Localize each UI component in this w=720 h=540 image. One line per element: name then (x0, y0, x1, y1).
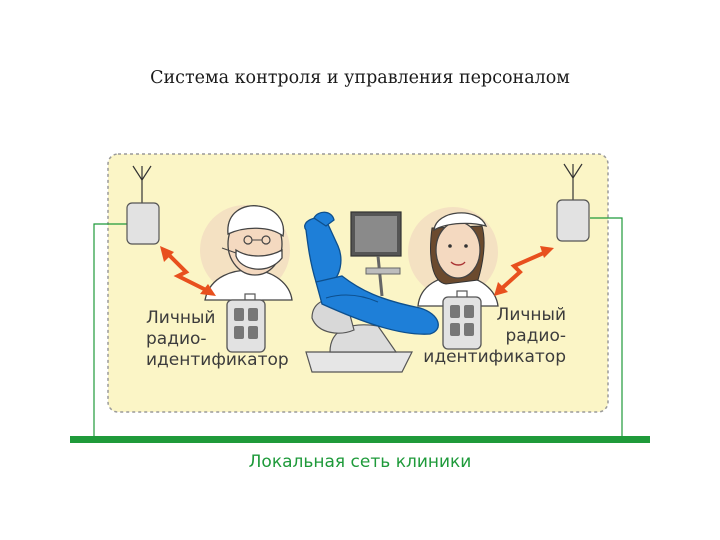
signal-arrow-icon (160, 246, 216, 296)
dental-chair-icon (304, 211, 439, 373)
antenna-icon (563, 163, 583, 200)
right-tag-label-line2: радио- (505, 326, 566, 346)
left-tag-label-line1: Личный (146, 308, 216, 328)
right-tag-label: Личный радио- идентификатор (402, 305, 566, 368)
network-bus (70, 436, 650, 443)
left-tag-label-line3: идентификатор (146, 350, 289, 370)
reader-icon (126, 202, 160, 245)
reader-icon (556, 199, 590, 242)
right-tag-label-line1: Личный (496, 305, 566, 325)
network-label: Локальная сеть клиники (248, 452, 472, 472)
doctor-icon (204, 205, 293, 301)
left-tag-label: Личный радио- идентификатор (146, 308, 289, 371)
diagram-title: Система контроля и управления персоналом (150, 68, 570, 88)
right-tag-label-line3: идентификатор (423, 347, 566, 367)
antenna-icon (132, 165, 152, 203)
radio-tag-icon (442, 290, 482, 350)
clinic-zone (107, 153, 609, 413)
monitor-icon (350, 211, 402, 297)
radio-tag-icon (226, 293, 266, 353)
left-tag-label-line2: радио- (146, 329, 207, 349)
wire-right (590, 217, 623, 437)
signal-arrow-icon (494, 246, 554, 296)
wire-left (93, 223, 127, 437)
